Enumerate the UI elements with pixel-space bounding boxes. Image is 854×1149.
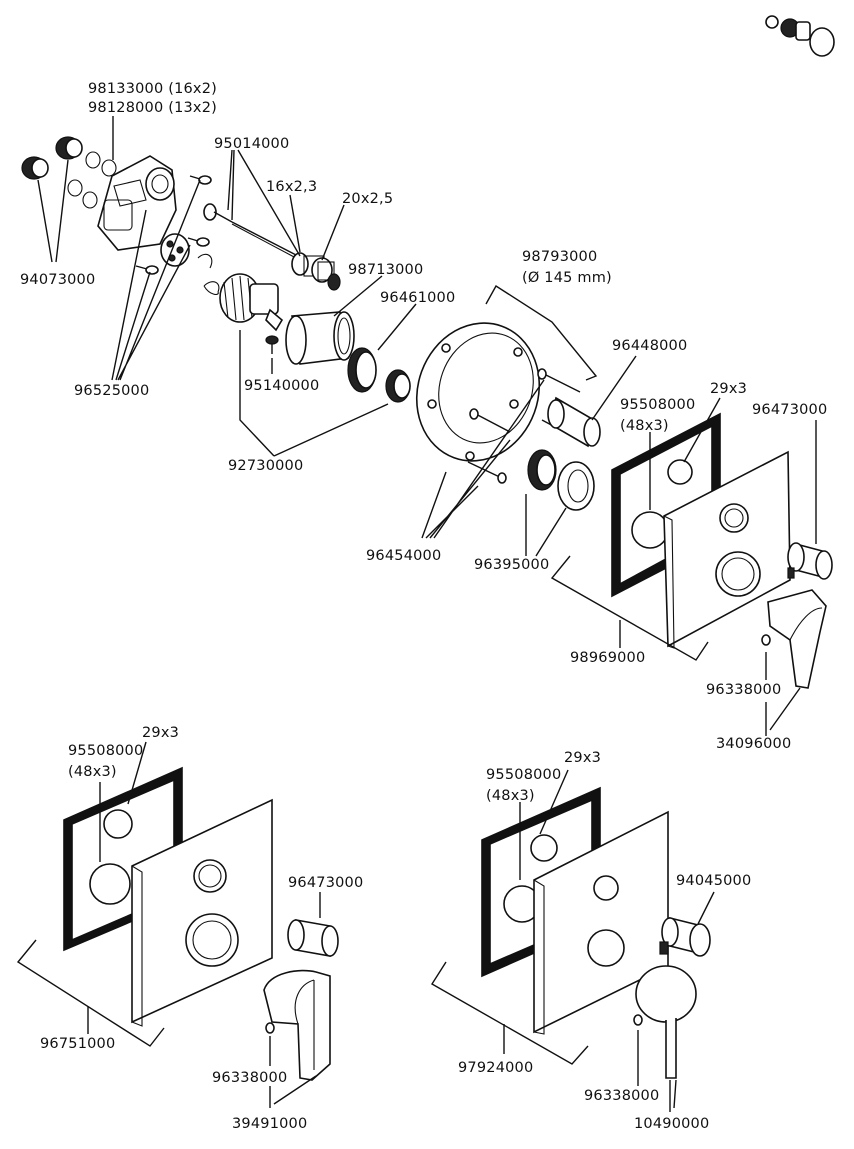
label-10490000: 10490000 bbox=[634, 1116, 709, 1132]
o-rings-98133000 bbox=[67, 151, 117, 209]
label-16x2-3: 16x2,3 bbox=[266, 179, 317, 195]
label-29x3-b: 29x3 bbox=[142, 725, 179, 741]
label-96448000: 96448000 bbox=[612, 338, 687, 354]
label-98793000: 98793000 bbox=[522, 249, 597, 265]
lever-39491000 bbox=[263, 969, 331, 1081]
nut-96395000 bbox=[527, 449, 595, 511]
label-95014000: 95014000 bbox=[214, 136, 289, 152]
label-98793000-dimension: (Ø 145 mm) bbox=[522, 270, 612, 286]
part-labels: 98133000 (16x2) 98128000 (13x2) 94073000… bbox=[20, 81, 827, 1132]
lever-10490000 bbox=[635, 965, 697, 1079]
cartridge-92730000 bbox=[219, 273, 284, 332]
label-29x3-c: 29x3 bbox=[564, 750, 601, 766]
valve-body bbox=[97, 155, 190, 267]
label-20x2-5: 20x2,5 bbox=[342, 191, 393, 207]
extension-96448000 bbox=[547, 396, 601, 448]
lever-34096000 bbox=[767, 589, 827, 689]
label-48x3-b: (48x3) bbox=[68, 764, 117, 780]
knob-96473000-b bbox=[287, 919, 339, 957]
label-95508000-c: 95508000 bbox=[486, 767, 561, 783]
mounting-plate-98793000 bbox=[415, 322, 541, 462]
label-96525000: 96525000 bbox=[74, 383, 149, 399]
label-48x3-c: (48x3) bbox=[486, 788, 535, 804]
ring-96461000 bbox=[347, 347, 411, 403]
label-96751000: 96751000 bbox=[40, 1036, 115, 1052]
label-96338000-b: 96338000 bbox=[212, 1070, 287, 1086]
label-96473000-a: 96473000 bbox=[752, 402, 827, 418]
label-39491000: 39491000 bbox=[232, 1116, 307, 1132]
label-96395000: 96395000 bbox=[474, 557, 549, 573]
knob-94045000 bbox=[659, 916, 711, 957]
knob-96473000-a bbox=[787, 542, 833, 580]
label-97924000: 97924000 bbox=[458, 1060, 533, 1076]
trim-set-97924000 bbox=[481, 786, 669, 1035]
label-96454000: 96454000 bbox=[366, 548, 441, 564]
label-98969000: 98969000 bbox=[570, 650, 645, 666]
screws-96525000 bbox=[135, 175, 220, 296]
leader-lines bbox=[16, 116, 817, 1112]
valve-body-group bbox=[21, 136, 411, 403]
label-98133000: 98133000 (16x2) bbox=[88, 81, 217, 97]
label-95140000: 95140000 bbox=[244, 378, 319, 394]
label-96338000-c: 96338000 bbox=[584, 1088, 659, 1104]
label-29x3-a: 29x3 bbox=[710, 381, 747, 397]
filter-94073000 bbox=[21, 136, 83, 180]
screw-95140000 bbox=[265, 335, 279, 354]
label-98128000: 98128000 (13x2) bbox=[88, 100, 217, 116]
spindle-95014000 bbox=[203, 203, 299, 259]
label-96338000-a: 96338000 bbox=[706, 682, 781, 698]
label-95508000-a: 95508000 bbox=[620, 397, 695, 413]
trim-set-98969000 bbox=[611, 412, 791, 649]
label-92730000: 92730000 bbox=[228, 458, 303, 474]
label-48x3-a: (48x3) bbox=[620, 418, 669, 434]
label-94073000: 94073000 bbox=[20, 272, 95, 288]
label-95508000-b: 95508000 bbox=[68, 743, 143, 759]
label-96473000-b: 96473000 bbox=[288, 875, 363, 891]
grub-screw-96338000-a bbox=[761, 634, 771, 646]
cartridge-o-rings bbox=[291, 252, 341, 291]
label-98713000: 98713000 bbox=[348, 262, 423, 278]
sleeve-98713000 bbox=[285, 311, 355, 365]
small-cartridge-assembly bbox=[765, 15, 835, 57]
grub-screw-96338000-c bbox=[633, 1014, 643, 1026]
label-94045000: 94045000 bbox=[676, 873, 751, 889]
grub-screw-96338000-b bbox=[265, 1022, 275, 1034]
trim-set-96751000 bbox=[63, 766, 273, 1027]
label-96461000: 96461000 bbox=[380, 290, 455, 306]
label-34096000: 34096000 bbox=[716, 736, 791, 752]
